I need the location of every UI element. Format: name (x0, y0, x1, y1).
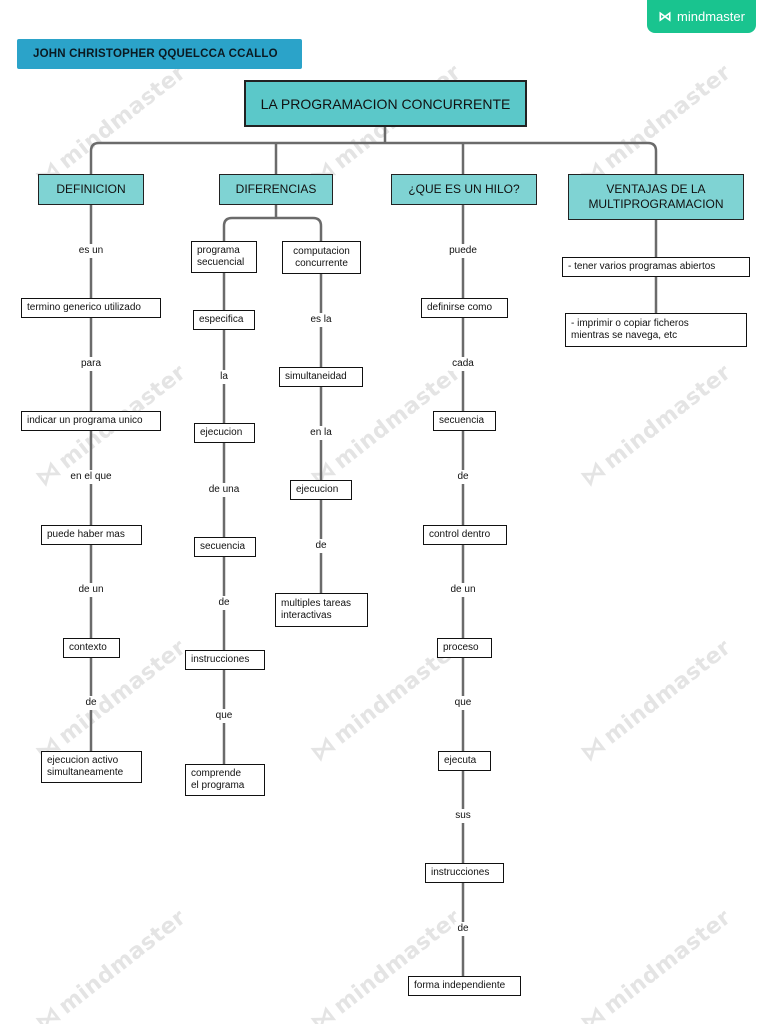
link-label: de (454, 470, 472, 484)
link-label: es la (307, 313, 335, 327)
hilo-node[interactable]: ejecuta (438, 751, 491, 771)
link-label: de (82, 696, 100, 710)
link-label: que (212, 709, 236, 723)
ventajas-node[interactable]: - imprimir o copiar ficheros mientras se… (565, 313, 747, 347)
secuencial-node[interactable]: especifica (193, 310, 255, 330)
link-label: de un (447, 583, 479, 597)
diferencias-concurrente-title[interactable]: computacion concurrente (282, 241, 361, 274)
topic-definicion[interactable]: DEFINICION (38, 174, 144, 205)
hilo-node[interactable]: proceso (437, 638, 492, 658)
link-label: que (451, 696, 475, 710)
ventajas-node[interactable]: - tener varios programas abiertos (562, 257, 750, 277)
topic-diferencias[interactable]: DIFERENCIAS (219, 174, 333, 205)
link-label: de (454, 922, 472, 936)
link-label: sus (452, 809, 474, 823)
link-label: puede (446, 244, 480, 258)
definicion-node[interactable]: ejecucion activo simultaneamente (41, 751, 142, 783)
link-label: de (312, 539, 330, 553)
link-label: de un (75, 583, 107, 597)
link-label: de una (205, 483, 243, 497)
definicion-node[interactable]: contexto (63, 638, 120, 658)
link-label: la (217, 370, 231, 384)
link-label: de (215, 596, 233, 610)
concurrente-node[interactable]: simultaneidad (279, 367, 363, 387)
link-label: cada (449, 357, 477, 371)
secuencial-node[interactable]: instrucciones (185, 650, 265, 670)
topic-que-es-un-hilo[interactable]: ¿QUE ES UN HILO? (391, 174, 537, 205)
hilo-node[interactable]: control dentro (423, 525, 507, 545)
link-label: para (77, 357, 105, 371)
concurrente-node[interactable]: multiples tareas interactivas (275, 593, 368, 627)
diferencias-secuencial-title[interactable]: programa secuencial (191, 241, 257, 273)
concurrente-node[interactable]: ejecucion (290, 480, 352, 500)
hilo-node[interactable]: definirse como (421, 298, 508, 318)
root-topic[interactable]: LA PROGRAMACION CONCURRENTE (244, 80, 527, 127)
secuencial-node[interactable]: ejecucion (194, 423, 255, 443)
link-label: es un (75, 244, 107, 258)
brand-name: mindmaster (677, 9, 745, 24)
hilo-node[interactable]: forma independiente (408, 976, 521, 996)
link-label: en el que (67, 470, 115, 484)
definicion-node[interactable]: indicar un programa unico (21, 411, 161, 431)
link-label: en la (307, 426, 335, 440)
connector-topic-bus (89, 141, 658, 175)
topic-ventajas[interactable]: VENTAJAS DE LA MULTIPROGRAMACION (568, 174, 744, 220)
mindmaster-logo-icon: ⋈ (658, 8, 673, 24)
definicion-node[interactable]: puede haber mas (41, 525, 142, 545)
secuencial-node[interactable]: secuencia (194, 537, 256, 557)
author-name-bar[interactable]: JOHN CHRISTOPHER QQUELCCA CCALLO (17, 39, 302, 69)
secuencial-node[interactable]: comprende el programa (185, 764, 265, 796)
definicion-node[interactable]: termino generico utilizado (21, 298, 161, 318)
hilo-node[interactable]: instrucciones (425, 863, 504, 883)
hilo-node[interactable]: secuencia (433, 411, 496, 431)
connector-diferencias-split (222, 205, 323, 242)
mindmaster-brand-badge[interactable]: ⋈ mindmaster (647, 0, 756, 33)
